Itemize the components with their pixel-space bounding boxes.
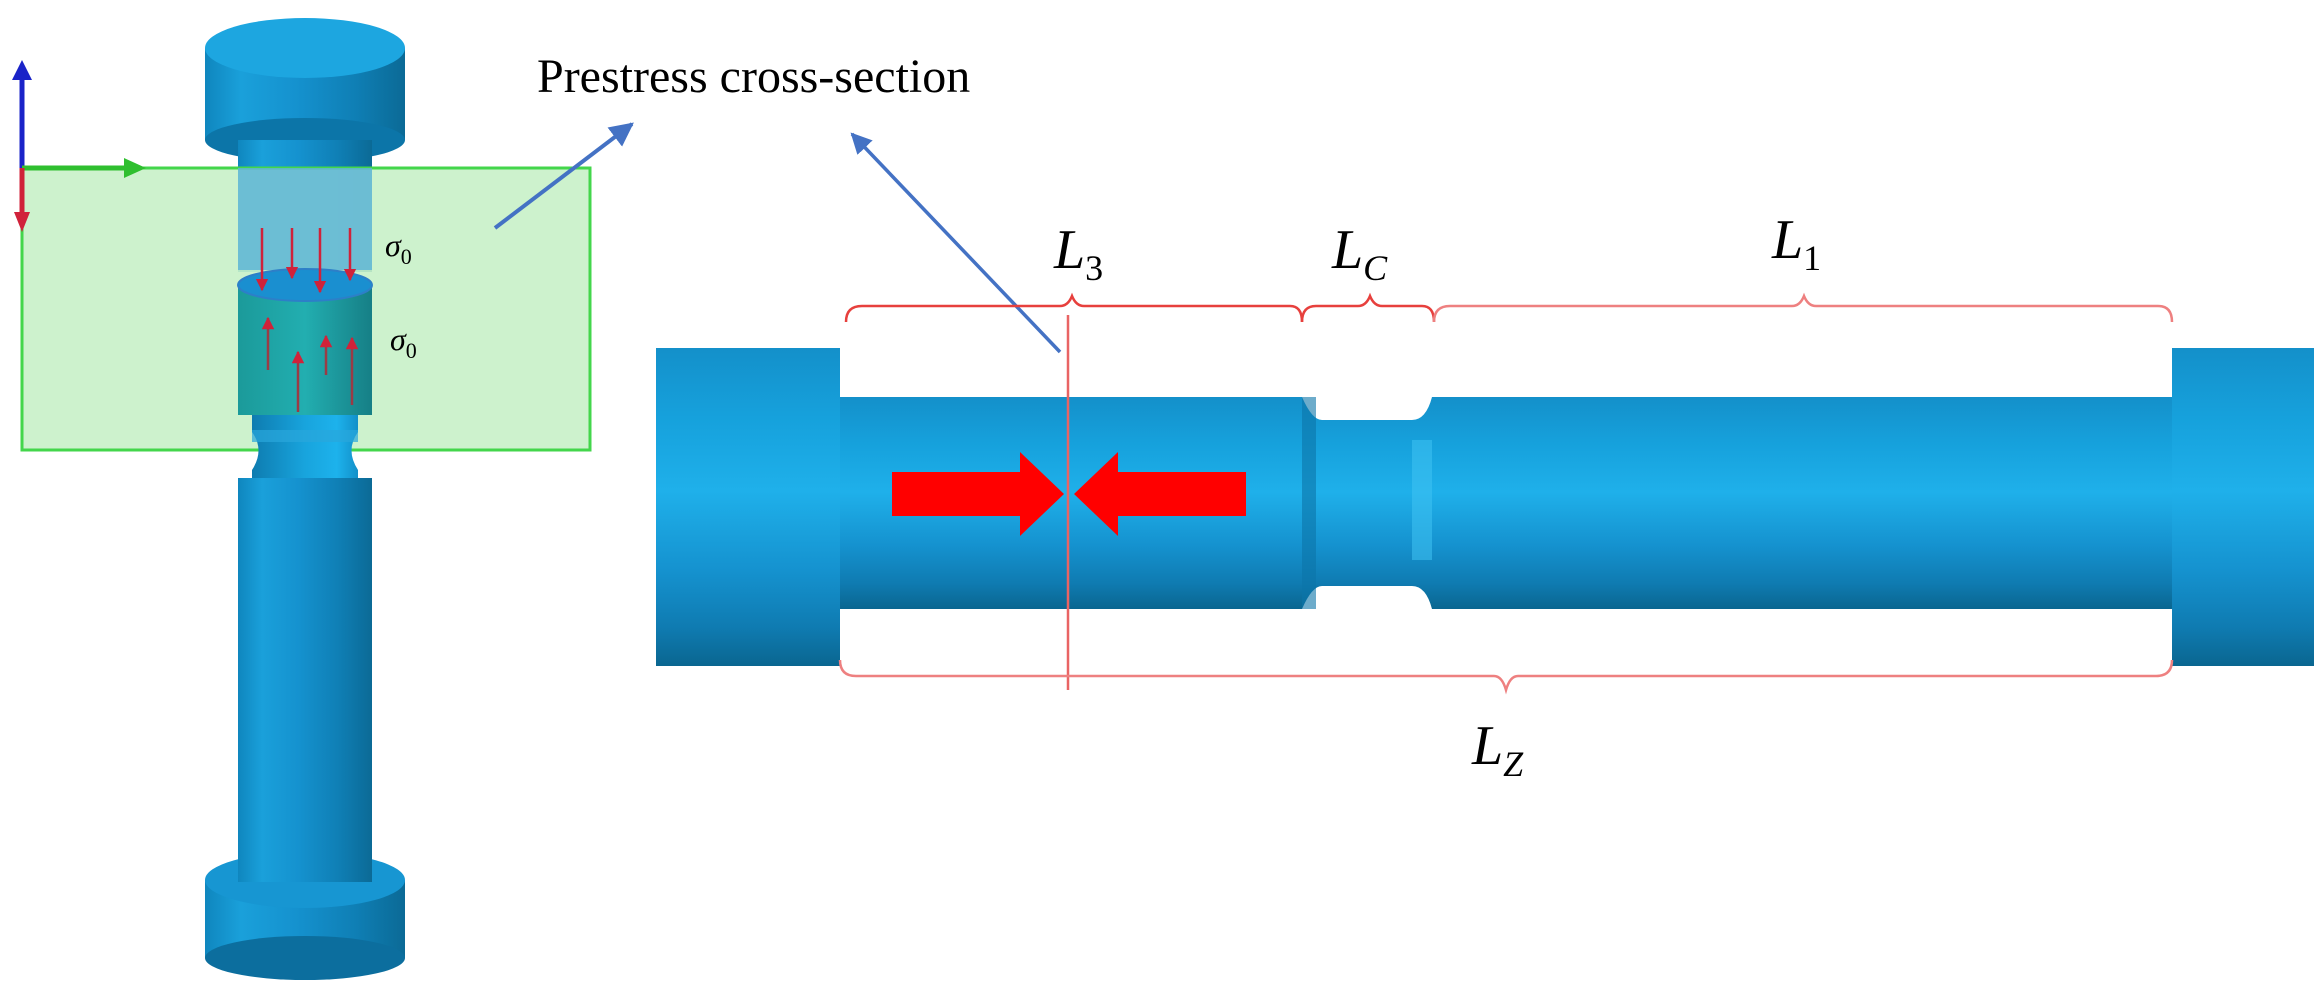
brace-l3 bbox=[844, 292, 1304, 323]
stress-arrows-up bbox=[261, 316, 359, 412]
brace-lc bbox=[1300, 292, 1436, 323]
notch-lc bbox=[1302, 397, 1432, 609]
label-lc: LC bbox=[1331, 219, 1388, 288]
stress-arrows-down bbox=[255, 228, 357, 294]
section-ellipse bbox=[237, 268, 373, 302]
shaft-section-lower bbox=[238, 285, 372, 415]
brace-l1 bbox=[1432, 292, 2174, 323]
horizontal-specimen bbox=[656, 315, 2314, 690]
pointer-arrow-right bbox=[850, 132, 1062, 354]
sigma-label-top: σ0 bbox=[385, 227, 412, 269]
shaft-section-upper bbox=[238, 168, 372, 270]
label-l3: L3 bbox=[1053, 219, 1103, 288]
sigma-label-bottom: σ0 bbox=[390, 321, 417, 363]
right-grip bbox=[2172, 348, 2314, 666]
prestress-cross-section-label: Prestress cross-section bbox=[537, 50, 970, 103]
xyz-axis-triad-icon bbox=[12, 60, 146, 232]
left-grip bbox=[656, 348, 840, 666]
label-l1: L1 bbox=[1771, 209, 1821, 278]
vertical-specimen-3d: σ0 σ0 bbox=[12, 18, 592, 980]
pointer-arrow-left bbox=[493, 122, 634, 230]
lower-shaft bbox=[238, 478, 372, 898]
shaft-l1 bbox=[1432, 397, 2172, 609]
label-lz: LZ bbox=[1471, 715, 1524, 784]
compression-arrow-left bbox=[892, 452, 1064, 536]
brace-lz bbox=[838, 659, 2174, 695]
compression-arrow-right bbox=[1074, 452, 1246, 536]
bottom-grip-cylinder bbox=[205, 852, 405, 980]
neck bbox=[252, 415, 358, 478]
